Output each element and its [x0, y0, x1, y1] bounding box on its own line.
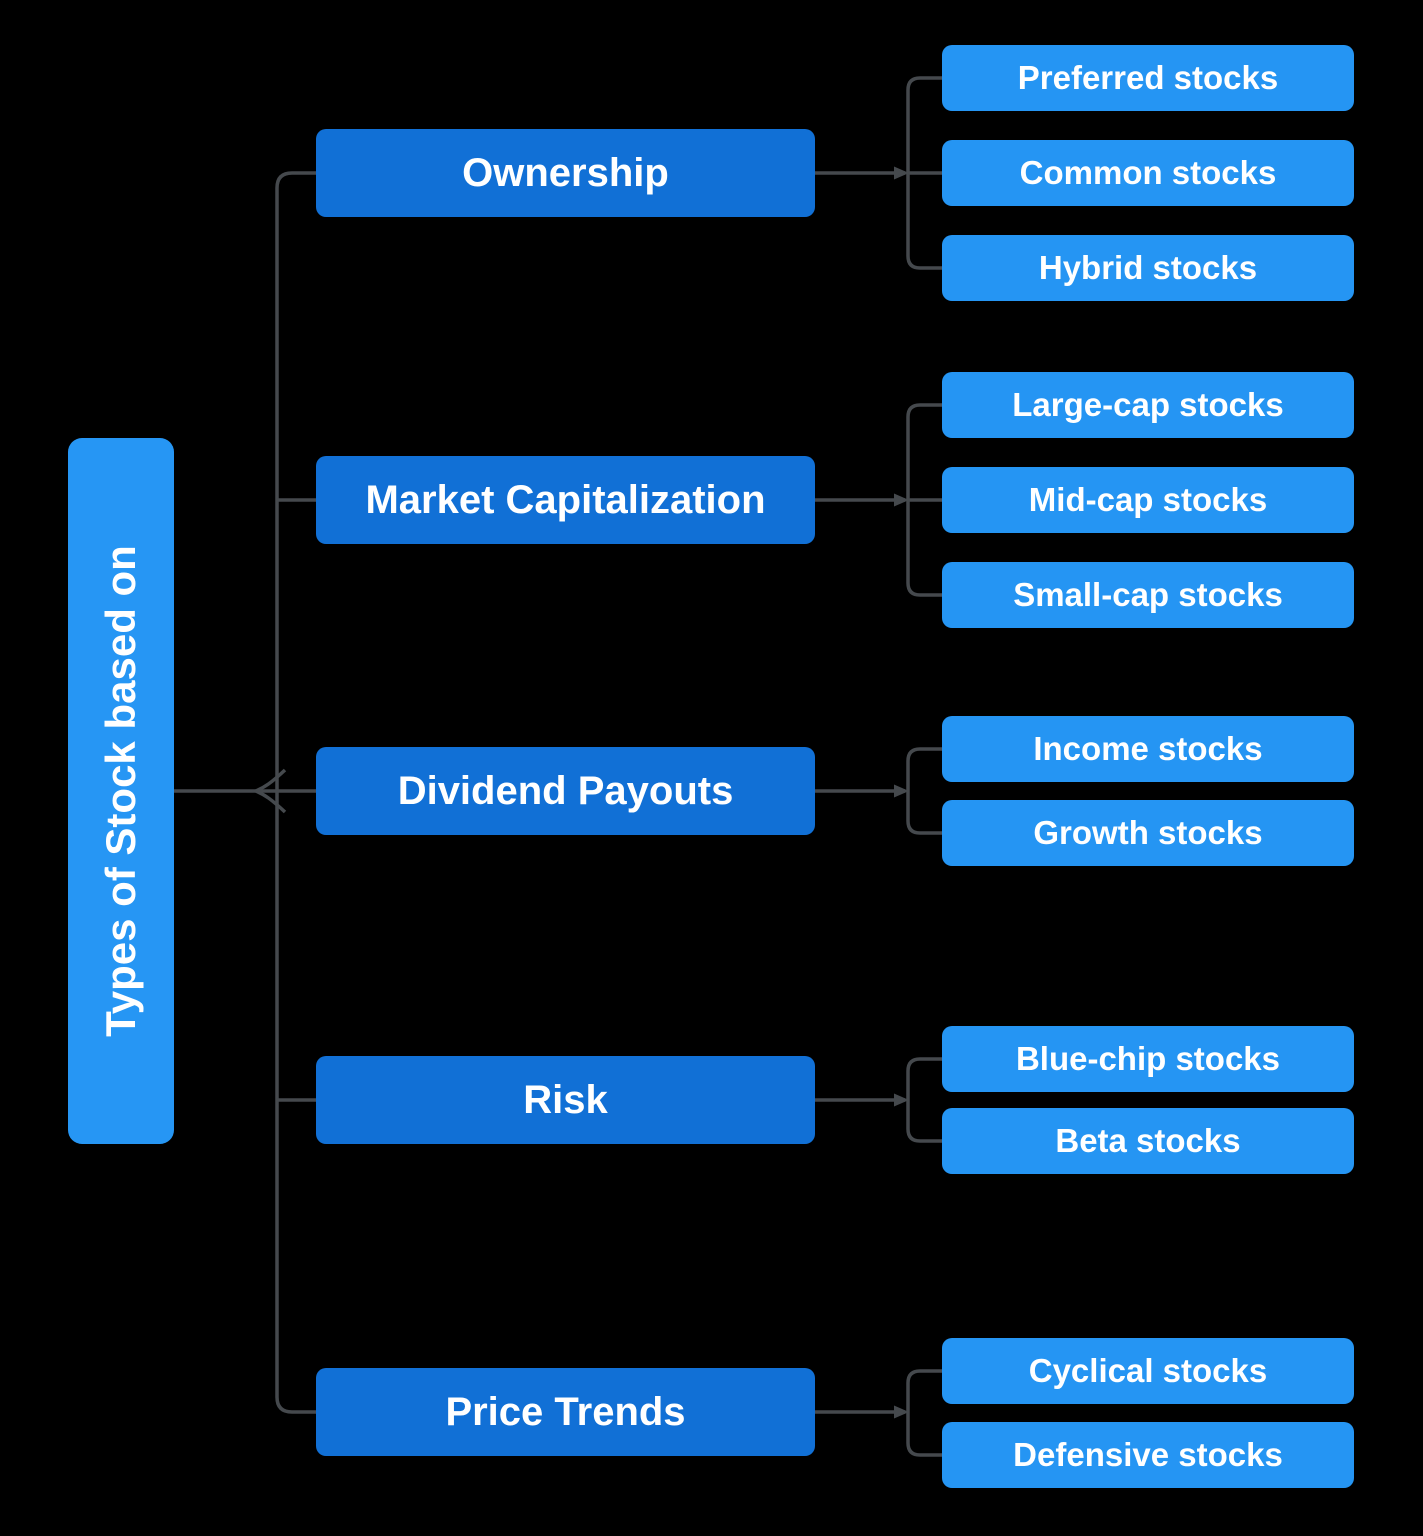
arrowhead-icon [894, 784, 909, 798]
root-arrowhead-icon [251, 768, 287, 814]
leaf-node-preferred-stocks: Preferred stocks [942, 45, 1354, 111]
leaf-label: Defensive stocks [1013, 1436, 1283, 1473]
arrowhead-icon [894, 1405, 909, 1419]
category-label: Price Trends [445, 1389, 686, 1434]
branch-price-trends [815, 1369, 942, 1457]
category-label: Dividend Payouts [397, 768, 734, 813]
category-node-price-trends: Price Trends [316, 1368, 815, 1456]
root-node: Types of Stock based on [68, 438, 174, 1144]
leaf-node-cyclical-stocks: Cyclical stocks [942, 1338, 1354, 1404]
leaf-label: Small-cap stocks [1013, 576, 1283, 613]
leaf-label: Large-cap stocks [1012, 386, 1284, 423]
leaf-node-beta-stocks: Beta stocks [942, 1108, 1354, 1174]
arrowhead-icon [894, 493, 909, 507]
leaf-node-hybrid-stocks: Hybrid stocks [942, 235, 1354, 301]
trunk-root-to-categories [174, 171, 316, 1414]
category-label: Risk [523, 1077, 608, 1122]
leaf-label: Income stocks [1033, 730, 1263, 767]
leaf-label: Preferred stocks [1017, 59, 1279, 96]
category-label: Market Capitalization [365, 477, 766, 522]
category-node-ownership: Ownership [316, 129, 815, 217]
leaf-node-large-cap-stocks: Large-cap stocks [942, 372, 1354, 438]
leaf-node-mid-cap-stocks: Mid-cap stocks [942, 467, 1354, 533]
leaf-node-small-cap-stocks: Small-cap stocks [942, 562, 1354, 628]
branch-dividend-payouts [815, 747, 942, 835]
leaf-label: Common stocks [1019, 154, 1277, 191]
category-label: Ownership [462, 150, 669, 195]
branch-risk [815, 1057, 942, 1143]
leaf-label: Blue-chip stocks [1015, 1040, 1281, 1077]
leaf-label: Mid-cap stocks [1028, 481, 1268, 518]
root-node-label: Types of Stock based on [97, 545, 144, 1037]
leaf-node-blue-chip-stocks: Blue-chip stocks [942, 1026, 1354, 1092]
leaf-label: Cyclical stocks [1028, 1352, 1268, 1389]
leaf-node-growth-stocks: Growth stocks [942, 800, 1354, 866]
leaf-label: Growth stocks [1033, 814, 1263, 851]
arrowhead-icon [894, 1093, 909, 1107]
category-node-dividend-payouts: Dividend Payouts [316, 747, 815, 835]
leaf-node-income-stocks: Income stocks [942, 716, 1354, 782]
category-node-risk: Risk [316, 1056, 815, 1144]
leaf-node-defensive-stocks: Defensive stocks [942, 1422, 1354, 1488]
branch-market-capitalization [815, 403, 942, 597]
leaf-node-common-stocks: Common stocks [942, 140, 1354, 206]
arrowhead-icon [894, 166, 909, 180]
leaf-label: Beta stocks [1055, 1122, 1241, 1159]
branch-ownership [815, 76, 942, 270]
category-node-market-capitalization: Market Capitalization [316, 456, 815, 544]
leaf-label: Hybrid stocks [1038, 249, 1258, 286]
